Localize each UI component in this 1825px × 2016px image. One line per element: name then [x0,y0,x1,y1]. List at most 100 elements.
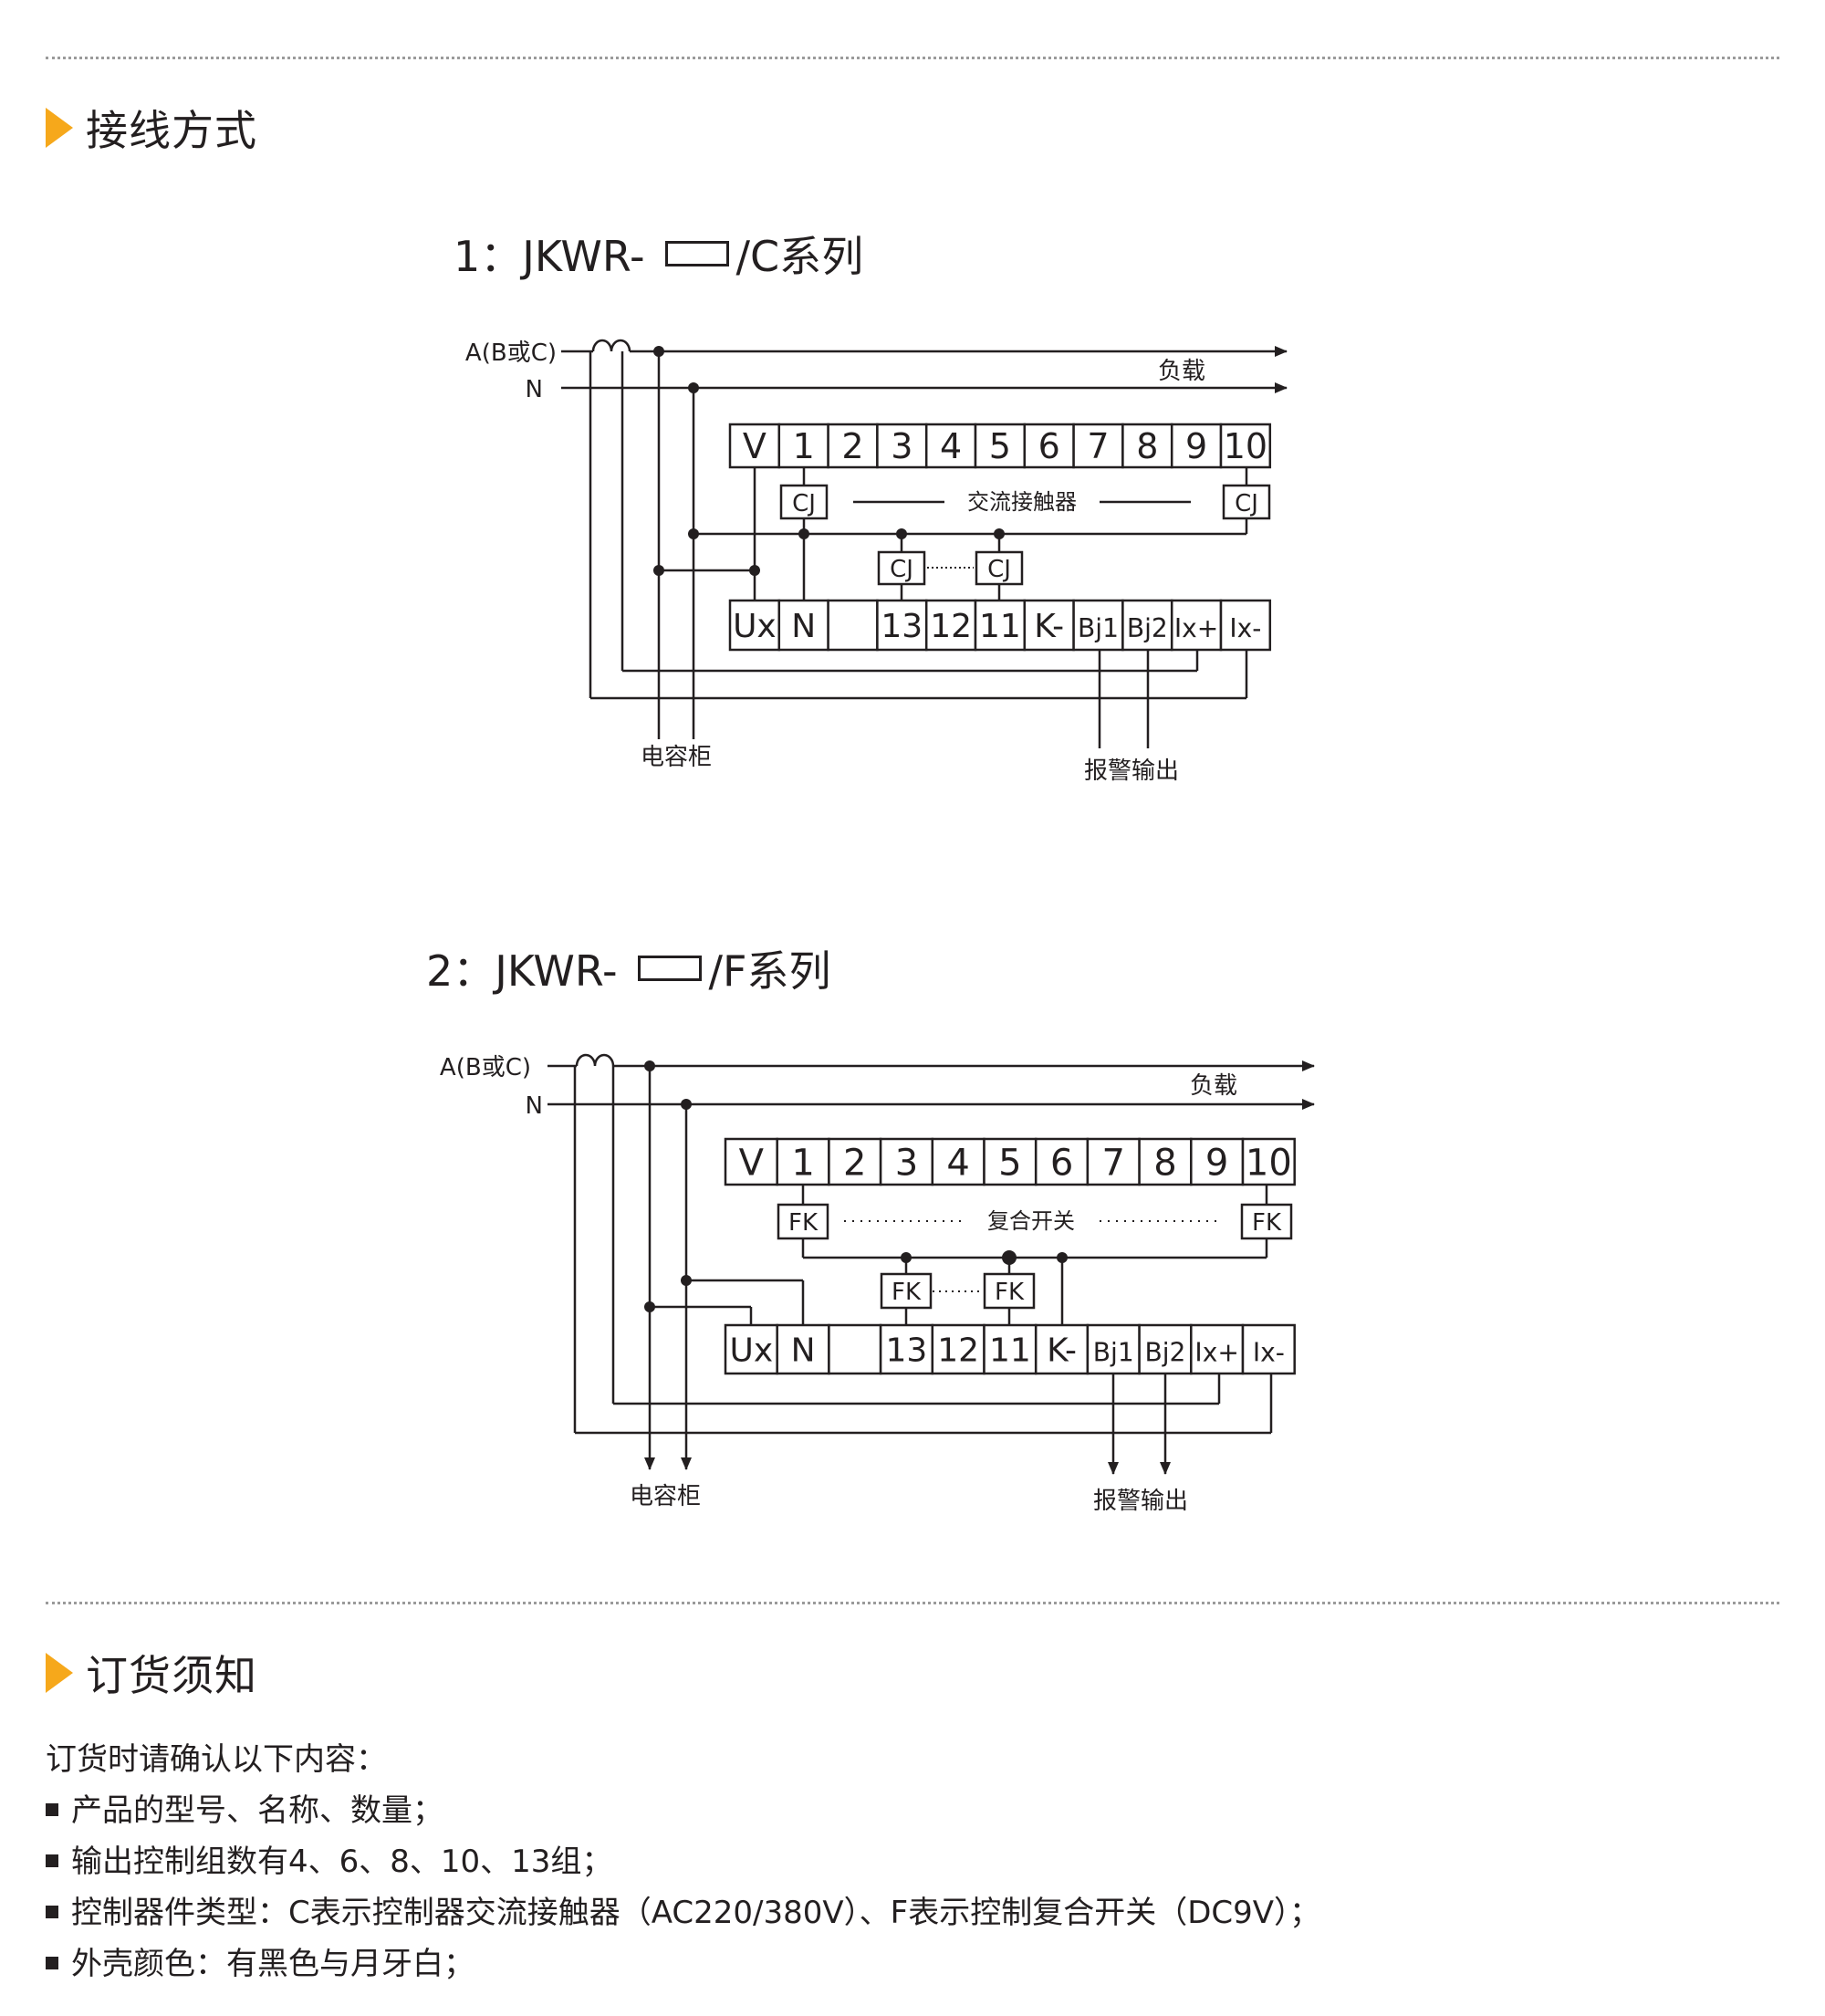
terminal-label: 1 [791,1142,814,1184]
terminal-label: K- [1047,1332,1077,1369]
device-description: 复合开关 [987,1208,1075,1234]
contactor-right: CJ [1222,484,1271,520]
terminal-cell [1138,1323,1193,1375]
line-n-label: N [526,376,543,403]
terminal-label: Bj1 [1093,1337,1134,1367]
terminal-label: N [791,608,816,645]
terminal-cell [879,1137,934,1186]
terminal-label: 8 [1136,426,1158,466]
terminal-label: N [791,1332,816,1369]
diagram1-title: 1：JKWR- /C系列 [454,224,863,284]
terminal-cell [776,1323,830,1375]
terminal-cell [931,1323,986,1375]
line-a-label: A(B或C) [440,1054,531,1081]
composite-switch-lower-right: FK [983,1272,1036,1310]
terminal-label: Bj2 [1144,1337,1185,1367]
svg-text:CJ: CJ [1235,490,1258,517]
terminal-label: Ux [730,1332,774,1369]
note-item: 产品的型号、名称、数量； [46,1785,1320,1836]
terminal-label: 12 [937,1332,979,1369]
terminal-cell [924,423,977,469]
terminal-label: 9 [1185,426,1207,466]
note-item: 控制器件类型：C表示控制器交流接触器（AC220/380V）、F表示控制复合开关… [46,1887,1320,1938]
terminal-cell [1190,1323,1245,1375]
square-bullet-icon [46,1905,58,1918]
terminal-cell [1170,423,1223,469]
terminal-cell [1034,1137,1090,1186]
section-header-ordering: 订货须知 [46,1645,257,1700]
terminal-label: Ix+ [1194,1337,1238,1367]
square-bullet-icon [46,1802,58,1816]
cabinet-label: 电容柜 [641,744,712,771]
terminal-cell [828,1323,882,1375]
terminal-label: 3 [891,426,912,466]
terminal-cell [1170,599,1223,652]
composite-switch-left: FK [777,1203,829,1240]
terminal-cell [1086,1323,1141,1375]
terminal-label: 5 [989,426,1011,466]
composite-switch-lower-left: FK [880,1272,933,1310]
section-title: 订货须知 [86,1651,257,1700]
terminal-label: 3 [895,1142,918,1184]
orange-triangle-icon [46,1653,73,1693]
terminal-label: 8 [1153,1142,1176,1184]
contactor-lower-right: CJ [975,550,1024,586]
terminal-cell [974,423,1027,469]
terminal-label: Ix- [1253,1337,1285,1367]
terminal-label: 13 [886,1332,928,1369]
terminal-cell [1241,1323,1296,1375]
terminal-label: K- [1034,608,1064,645]
load-label: 负载 [1190,1072,1237,1100]
terminal-cell [983,1137,1038,1186]
model-placeholder-box [637,956,702,981]
terminal-label: Bj1 [1078,613,1119,643]
terminal-label: Ux [733,608,777,645]
terminal-label: Ix+ [1174,613,1218,643]
terminal-label: 11 [979,608,1021,645]
contactor-left: CJ [779,484,829,520]
svg-text:FK: FK [788,1209,819,1237]
terminal-cell [1023,423,1075,469]
terminal-cell [827,599,879,652]
terminal-cell [777,423,829,469]
model-placeholder-box [664,241,729,266]
device-description: 交流接触器 [967,489,1077,515]
section-header-wiring: 接线方式 [46,100,257,155]
diagram2-title-suffix: /F系列 [708,946,831,996]
terminal-cell [827,423,879,469]
svg-text:CJ: CJ [792,490,816,517]
terminal-cell [983,1323,1038,1375]
terminal-cell [924,599,977,652]
terminal-label: 13 [881,608,923,645]
square-bullet-icon [46,1854,58,1867]
terminal-label: 6 [1038,426,1060,466]
svg-text:FK: FK [892,1279,922,1306]
terminal-label: 2 [843,1142,866,1184]
note-item: 外壳颜色：有黑色与月牙白； [46,1938,1320,1990]
terminal-cell [728,423,781,469]
diagram2-title: 2：JKWR- /F系列 [426,938,831,998]
top-divider [46,57,1779,59]
terminal-cell [728,599,781,652]
terminal-label: Bj2 [1127,613,1168,643]
terminal-label: 2 [841,426,863,466]
line-a-label: A(B或C) [465,339,557,367]
load-label: 负载 [1158,358,1205,385]
terminal-label: 7 [1102,1142,1125,1184]
terminal-cell [1219,423,1272,469]
alarm-output-label: 报警输出 [1093,1488,1188,1515]
terminal-label: 12 [930,608,972,645]
section-title: 接线方式 [86,106,257,155]
line-n-label: N [526,1092,543,1120]
diagram2-title-prefix: 2：JKWR- [426,946,618,996]
notes-intro: 订货时请确认以下内容： [46,1741,387,1778]
diagram1-title-suffix: /C系列 [735,232,864,281]
contactor-lower-left: CJ [877,550,926,586]
terminal-label: 10 [1246,1142,1292,1184]
alarm-output-label: 报警输出 [1084,757,1179,785]
